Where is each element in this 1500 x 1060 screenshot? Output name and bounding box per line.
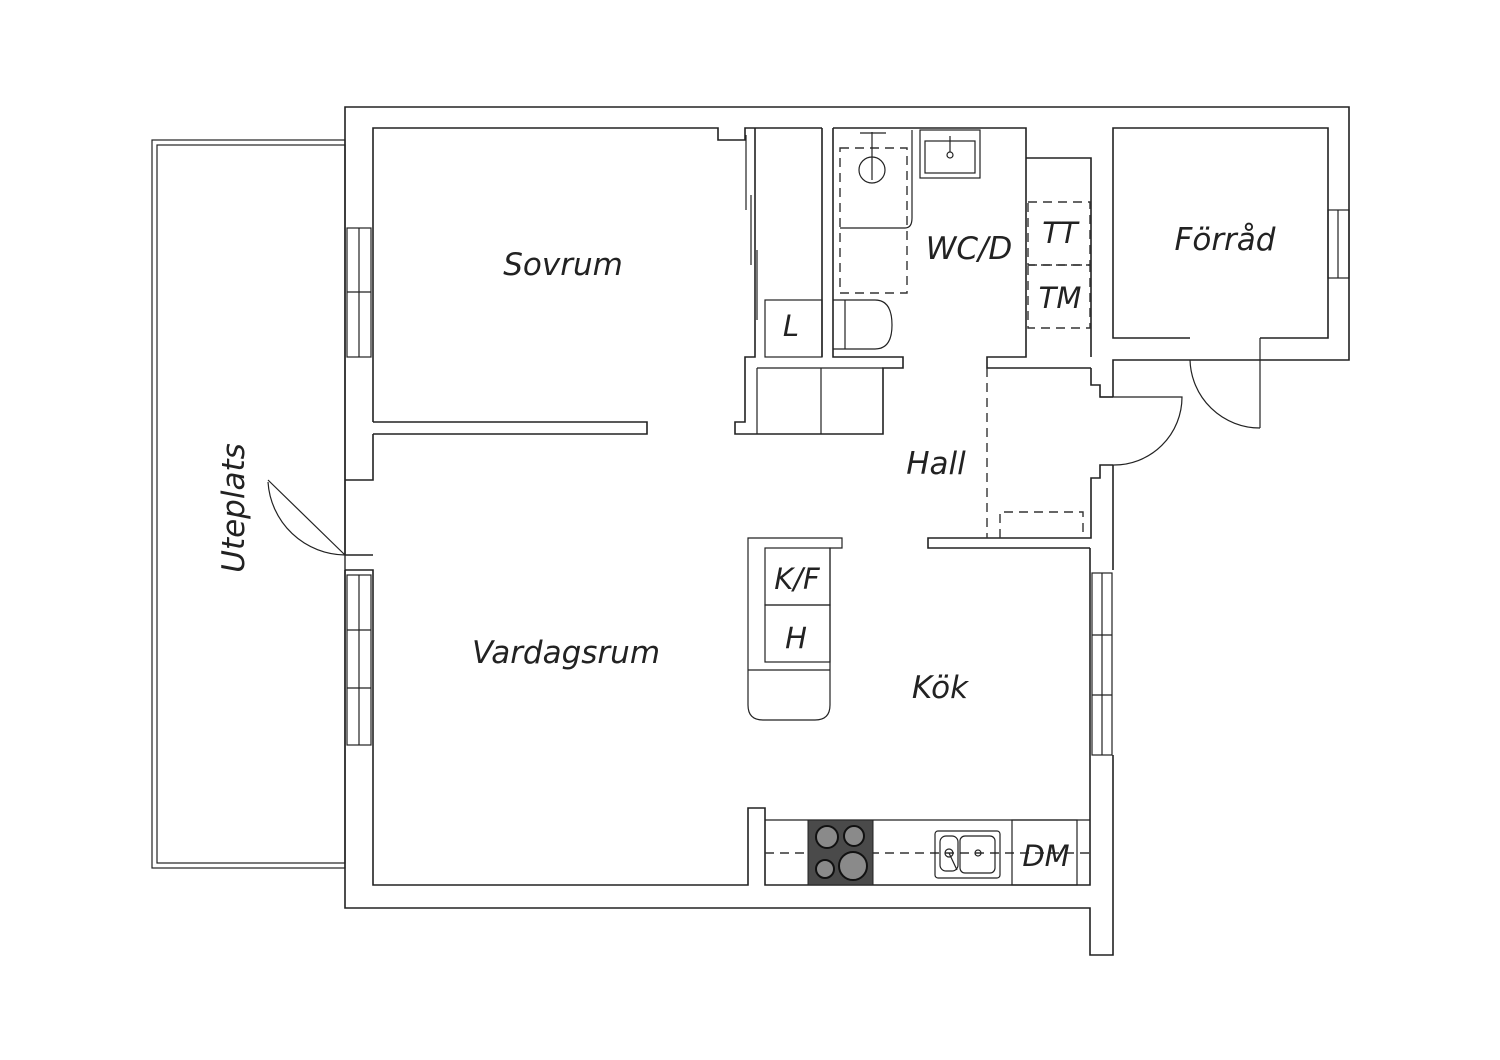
bedroom-wall <box>373 421 648 435</box>
room-label-hall: Hall <box>906 446 966 482</box>
room-label-wc: WC/D <box>926 231 1013 267</box>
stove <box>807 819 874 886</box>
hall <box>927 368 1183 549</box>
storage-room <box>1112 127 1350 429</box>
fixture-label-tumble-dryer: TT <box>1042 216 1080 250</box>
sink <box>934 830 1001 879</box>
room-label-uteplats: Uteplats <box>216 443 252 573</box>
fixture-label-linen: L <box>783 309 799 343</box>
kitchen-counter <box>765 819 1090 886</box>
patio-door <box>267 479 346 556</box>
fixture-label-fridge-freezer: K/F <box>774 562 821 596</box>
fixture-label-dishwasher: DM <box>1022 839 1069 873</box>
laundry-closet <box>1026 157 1092 357</box>
fixture-label-washing-machine: TM <box>1039 281 1082 315</box>
room-label-sovrum: Sovrum <box>503 247 623 283</box>
wardrobe <box>734 128 904 435</box>
bathroom <box>833 127 1091 369</box>
windows <box>346 227 1113 756</box>
room-label-forrad: Förråd <box>1175 222 1276 258</box>
dishwasher <box>1011 819 1078 886</box>
room-label-kok: Kök <box>912 670 969 706</box>
fixture-label-cabinet: H <box>785 621 807 655</box>
room-label-vardagsrum: Vardagsrum <box>472 635 660 671</box>
kitchen-island <box>747 537 843 721</box>
